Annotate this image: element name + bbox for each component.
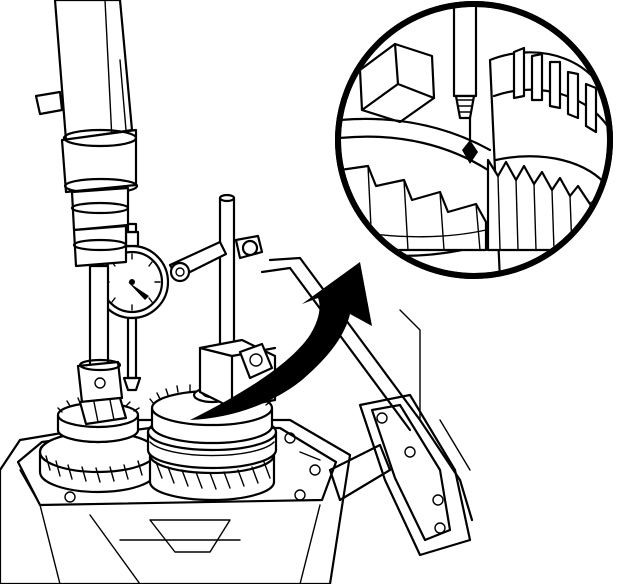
- spindle-extension: [34, 0, 139, 426]
- magnetic-base-stand: [198, 193, 277, 410]
- synchronizer-assembly: [146, 383, 278, 502]
- countershaft-gear: [38, 396, 158, 494]
- detail-magnifier: [335, 1, 613, 279]
- mounting-bracket: [260, 256, 474, 557]
- callout-arrow: [190, 262, 372, 420]
